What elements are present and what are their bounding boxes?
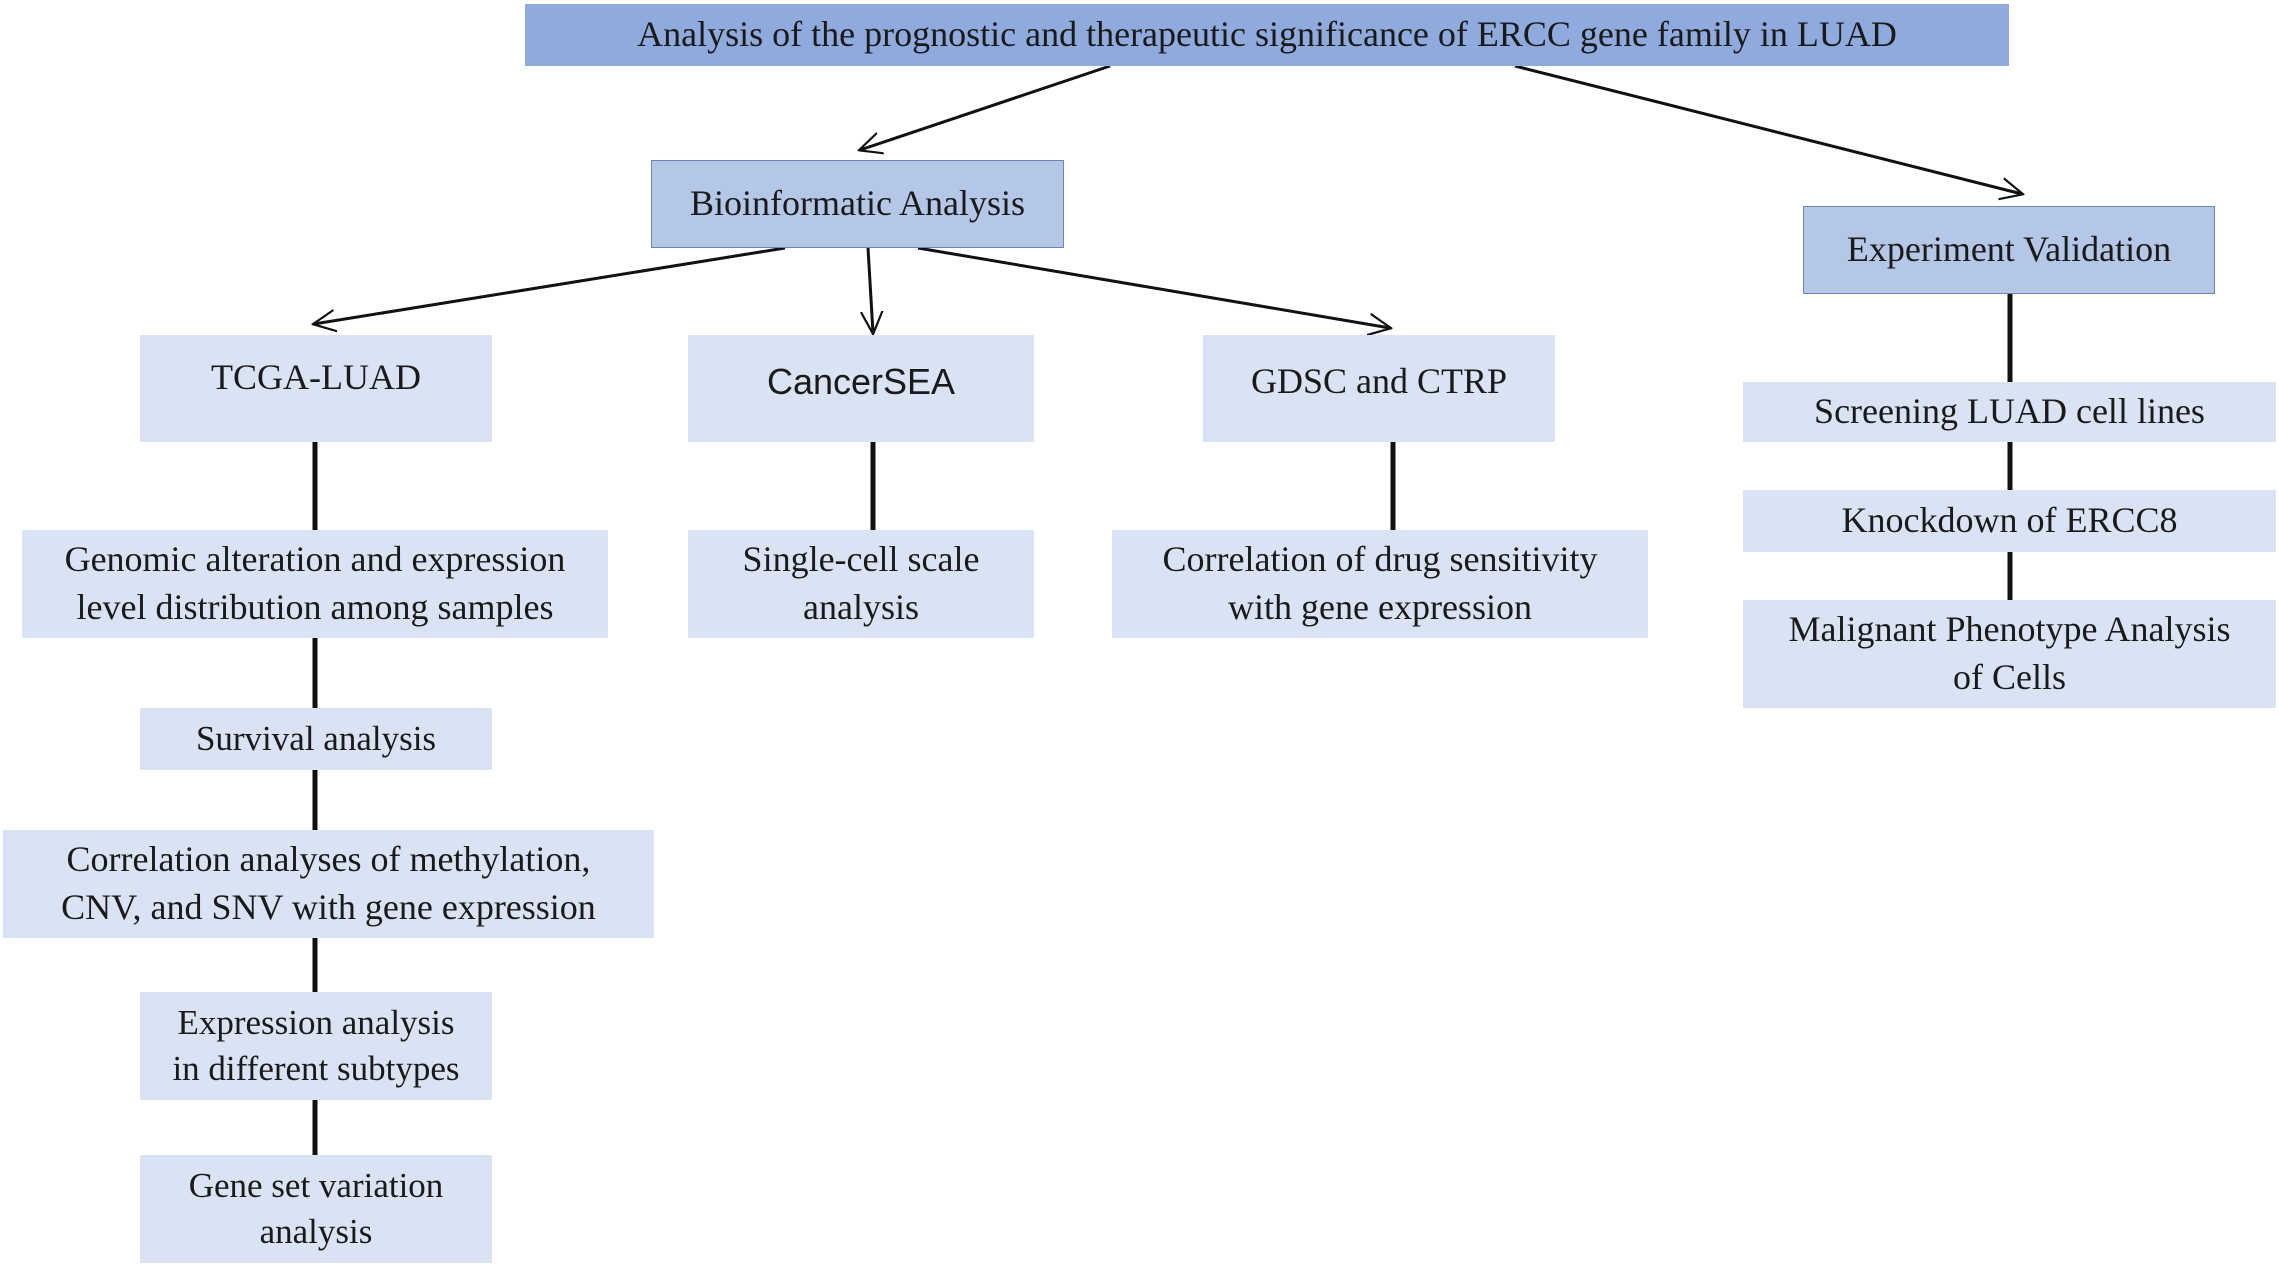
- arrow-bioinformatic-to-cancersea: [868, 247, 873, 333]
- title-box: Analysis of the prognostic and therapeut…: [525, 4, 2009, 66]
- tcga-step-text: Genomic alteration and expression level …: [64, 539, 566, 627]
- experiment-validation-box: Experiment Validation: [1803, 206, 2215, 294]
- experiment-validation-text: Experiment Validation: [1846, 229, 2172, 270]
- tcga-step-text: Correlation analyses of methylation, CNV…: [61, 839, 596, 927]
- tcga-step-survival: Survival analysis: [140, 708, 492, 770]
- tcga-step-expression-subtypes: Expression analysis in different subtype…: [140, 992, 492, 1100]
- cancersea-step-text: Single-cell scale analysis: [742, 539, 980, 627]
- tcga-step-gsva: Gene set variation analysis: [140, 1155, 492, 1263]
- arrow-bioinformatic-to-tcga: [314, 246, 786, 324]
- experiment-step-malignant-phenotype: Malignant Phenotype Analysis of Cells: [1743, 600, 2276, 708]
- tcga-step-text: Expression analysis in different subtype…: [172, 1002, 460, 1088]
- cancersea-text: CancerSEA: [766, 360, 956, 402]
- bioinformatic-analysis-box: Bioinformatic Analysis: [651, 160, 1064, 248]
- experiment-step-text: Malignant Phenotype Analysis of Cells: [1788, 609, 2231, 697]
- cancersea-box: CancerSEA: [688, 335, 1034, 442]
- tcga-step-correlation-methylation: Correlation analyses of methylation, CNV…: [3, 830, 654, 938]
- bioinformatic-analysis-text: Bioinformatic Analysis: [690, 183, 1025, 224]
- tcga-step-genomic-alteration: Genomic alteration and expression level …: [22, 530, 608, 638]
- gdsc-ctrp-box: GDSC and CTRP: [1203, 335, 1555, 442]
- experiment-step-knockdown: Knockdown of ERCC8: [1743, 490, 2276, 552]
- tcga-step-text: Gene set variation analysis: [188, 1165, 444, 1251]
- tcga-luad-box: TCGA-LUAD: [140, 335, 492, 442]
- tcga-step-text: Survival analysis: [195, 718, 437, 758]
- title-text: Analysis of the prognostic and therapeut…: [637, 14, 1897, 55]
- experiment-step-text: Screening LUAD cell lines: [1814, 391, 2205, 432]
- cancersea-step-single-cell: Single-cell scale analysis: [688, 530, 1034, 638]
- experiment-step-screening: Screening LUAD cell lines: [1743, 382, 2276, 442]
- arrow-title-to-bioinformatic: [860, 64, 1111, 150]
- experiment-step-text: Knockdown of ERCC8: [1841, 500, 2178, 541]
- tcga-luad-text: TCGA-LUAD: [211, 356, 421, 397]
- gdsc-step-drug-sensitivity: Correlation of drug sensitivity with gen…: [1112, 530, 1648, 638]
- gdsc-ctrp-text: GDSC and CTRP: [1250, 360, 1508, 401]
- gdsc-step-text: Correlation of drug sensitivity with gen…: [1162, 539, 1598, 627]
- arrow-title-to-experiment: [1514, 64, 2022, 194]
- arrow-bioinformatic-to-gdsc: [917, 246, 1390, 328]
